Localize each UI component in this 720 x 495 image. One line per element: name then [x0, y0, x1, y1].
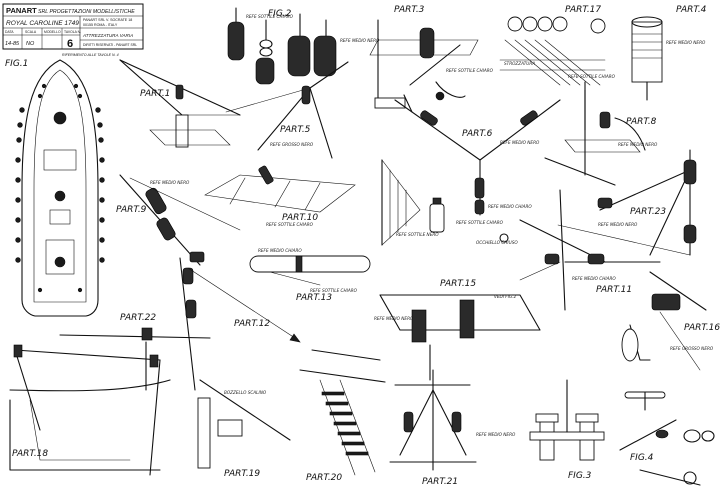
part9-label: PART.9 [116, 205, 147, 215]
part4-mast-band: PART.4 REFE MEDIO NERO [631, 5, 707, 101]
part21-mast-step: PART.21 REFE MEDIO NERO [389, 369, 516, 487]
part6-note-4: OCCHIELLO CHIUSO [476, 240, 518, 245]
part15-note-2: REFE MEDIO NERO [374, 316, 414, 321]
part13-yardarm: PART.13 REFE SOTTILE CHIARO REFE MEDIO C… [249, 248, 371, 303]
date-value: 14-85 [5, 41, 20, 47]
fig4-label: FIG.4 [630, 453, 654, 463]
part11-label: PART.11 [596, 285, 632, 295]
part21-label: PART.21 [422, 477, 458, 487]
pulley-block-icon [313, 35, 337, 77]
part8-top: PART.8 REFE MEDIO NERO [544, 89, 658, 186]
header-table: TAVOLA N. [64, 30, 81, 34]
part5-note: REFE GROSSO NERO [270, 142, 314, 147]
part6-note-3: REFE SOTTILE CHIARO [456, 220, 504, 225]
part10-note: REFE SOTTILE CHIARO [266, 222, 314, 227]
part18-hull-side: PART.18 [9, 344, 171, 476]
part12-blocks: PART.12 [179, 251, 301, 391]
fig1-deck-plan: FIG.1 [5, 59, 105, 317]
reference-note: RIFERIMENTO ALLE TAVOLE N. 4 [62, 53, 119, 57]
part15-sling: PART.15 VEDI FIG.2 REFE MEDIO NERO [374, 279, 541, 381]
pulley-block-icon [287, 35, 311, 77]
sail-triangle: REFE SOTTILE NERO [381, 159, 445, 246]
sail-note: REFE SOTTILE NERO [396, 232, 439, 237]
fig4-rigging-details: FIG.4 [619, 419, 715, 486]
company-name: SRL PROGETTAZIONI MODELLISTICHE [38, 9, 135, 15]
part1-mast: PART.1 [119, 59, 241, 148]
part11-yard: PART.11 REFE MEDIO CHIARO [519, 189, 661, 311]
part11-note: REFE MEDIO CHIARO [572, 276, 616, 281]
part22-label: PART.22 [120, 313, 156, 323]
part3-label: PART.3 [394, 5, 425, 15]
part18-label: PART.18 [12, 449, 48, 459]
fig2-note: REFE SOTTILE CHIARO [246, 14, 294, 19]
rights-text: DIRITTI RISERVATI - PANART SRL [83, 43, 137, 47]
part16-top-rigging: PART.16 REFE GROSSO NERO [621, 271, 720, 371]
title-block: PANART SRL PROGETTAZIONI MODELLISTICHE R… [2, 3, 144, 50]
part13-note-2: REFE MEDIO CHIARO [258, 248, 302, 253]
part3-note: REFE SOTTILE CHIARO [446, 68, 494, 73]
part5-label: PART.5 [280, 125, 311, 135]
part17-note-2: STROZZATURA [504, 61, 535, 66]
part13-label: PART.13 [296, 293, 332, 303]
part12-label: PART.12 [234, 319, 270, 329]
brand-name: PANART [6, 6, 37, 15]
section-title: ATTREZZATURA VARIA [82, 33, 133, 38]
part17-note: REFE SOTTILE CHIARO [568, 74, 616, 79]
part5-shears: PART.5 REFE GROSSO NERO [225, 61, 349, 159]
part23-shrouds: PART.23 REFE MEDIO NERO [557, 149, 697, 256]
address-line-1: PANART SRL V. SOCRATE 18 [83, 18, 132, 22]
part22-capstan: PART.22 [59, 313, 211, 391]
cleat-icon [624, 391, 666, 411]
part9-block-tackle: PART.9 REFE MEDIO NERO [116, 174, 241, 266]
part23-note: REFE MEDIO NERO [598, 222, 638, 227]
part21-note: REFE MEDIO NERO [476, 432, 516, 437]
part17-deadeyes: PART.17 REFE SOTTILE CHIARO STROZZATURA [499, 5, 616, 131]
part19-pin: PART.19 BOZZELLO SCALINO [197, 379, 291, 479]
part19-label: PART.19 [224, 469, 260, 479]
fig2-blocks: FIG.2 REFE SOTTILE CHIARO [227, 7, 337, 85]
part10-sail: PART.10 REFE SOTTILE CHIARO [204, 165, 356, 227]
part3-crosstree: PART.3 REFE SOTTILE CHIARO REFE MEDIO NE… [340, 5, 494, 109]
part8-label: PART.8 [626, 117, 657, 127]
part16-label: PART.16 [684, 323, 720, 333]
table-number: 6 [67, 38, 73, 50]
part9-note: REFE MEDIO NERO [150, 180, 190, 185]
part4-label: PART.4 [676, 5, 707, 15]
header-date: DATA [5, 30, 14, 34]
part10-label: PART.10 [282, 213, 318, 223]
part6-note: REFE MEDIO NERO [500, 140, 540, 145]
model-name: ROYAL CAROLINE 1749 [6, 20, 79, 27]
part1-label: PART.1 [140, 89, 170, 99]
part6-stays: PART.6 REFE MEDIO NERO REFE MEDIO CHIARO… [394, 94, 561, 245]
pulley-block-icon [227, 21, 245, 61]
header-scale: SCALA [25, 30, 37, 34]
fig3-bitts: FIG.3 [529, 379, 605, 481]
header-model: MODELLO [44, 30, 61, 34]
part6-note-2: REFE MEDIO CHIARO [488, 204, 532, 209]
part8-note: REFE MEDIO NERO [618, 142, 658, 147]
part19-note: BOZZELLO SCALINO [224, 390, 267, 395]
part17-label: PART.17 [565, 5, 601, 15]
part20-ratlines: PART.20 [299, 349, 386, 483]
scale-value: NO [26, 41, 35, 47]
fig1-label: FIG.1 [5, 59, 28, 69]
part3-note-2: REFE MEDIO NERO [340, 38, 380, 43]
part15-label: PART.15 [440, 279, 476, 289]
part6-label: PART.6 [462, 129, 493, 139]
part16-note: REFE GROSSO NERO [670, 346, 714, 351]
part15-note: VEDI FIG.2 [494, 294, 517, 299]
address-line-2: 00155 ROMA - ITALY [83, 23, 118, 27]
fig3-label: FIG.3 [568, 471, 592, 481]
part4-note: REFE MEDIO NERO [666, 40, 706, 45]
part13-note: REFE SOTTILE CHIARO [310, 288, 358, 293]
pulley-block-icon [255, 57, 275, 85]
part20-label: PART.20 [306, 473, 342, 483]
part23-label: PART.23 [630, 207, 666, 217]
deadeye-icon [507, 16, 568, 32]
fig2-label: FIG.2 [268, 9, 292, 19]
